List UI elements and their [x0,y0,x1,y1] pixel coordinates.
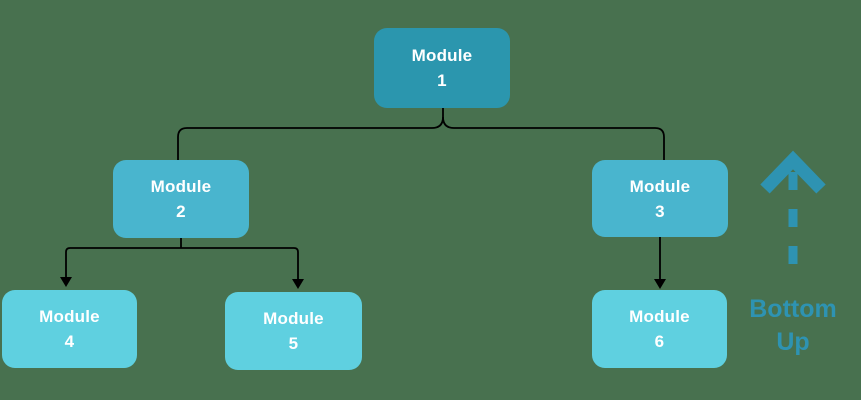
bottom-up-label-line1: Bottom [749,295,837,323]
node-label: Module [629,307,690,326]
node-module-5: Module 5 [225,292,362,370]
node-number: 3 [655,201,665,221]
node-number: 6 [654,332,665,351]
arrowhead-module5-icon [292,279,304,289]
node-module-2: Module 2 [113,160,249,238]
node-label: Module [263,309,324,328]
node-label: Module [39,307,100,326]
node-module-1: Module 1 [374,28,510,108]
node-module-3: Module 3 [592,160,728,237]
connector-module2-module4 [65,247,181,278]
bottom-up-label: Bottom Up [728,293,858,359]
node-module-4: Module 4 [2,290,137,368]
node-number: 4 [64,332,75,351]
arrowhead-module6-icon [654,279,666,289]
node-label: Module [629,176,691,196]
node-label: Module [150,177,212,196]
bottom-up-label-line2: Up [776,328,810,356]
node-module-6: Module 6 [592,290,727,368]
connector-module1-module2 [177,108,444,160]
node-number: 5 [288,334,299,353]
connector-module2-module5 [181,247,299,280]
node-label: Module [411,46,473,65]
bottom-up-arrow-icon [760,150,826,264]
connector-module1-module3 [442,116,665,160]
arrowhead-module4-icon [60,277,72,287]
node-number: 1 [437,71,447,90]
node-number: 2 [176,202,186,221]
